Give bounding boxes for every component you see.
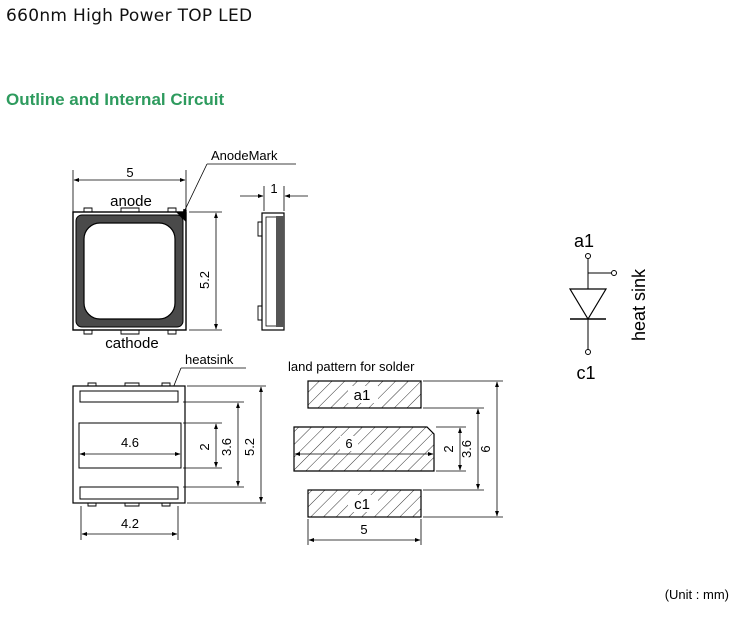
land-pad-width-dim: 5 [360,522,367,537]
heat-sink-label: heat sink [629,268,649,341]
center-width-dim: 6 [345,436,352,451]
top-view: 5 anode cathode 5.2 AnodeMark [72,148,296,352]
anode-mark-label: AnodeMark [211,148,278,163]
land-outer-height-dim: 6 [478,445,493,452]
land-center-height-dim: 2 [441,445,456,452]
outer-height-dim: 5.2 [242,438,257,456]
inner-height-dim: 3.6 [219,438,234,456]
unit-note: (Unit : mm) [664,587,729,602]
internal-circuit: a1 c1 heat sink [568,231,649,383]
page-title: 660nm High Power TOP LED [6,6,253,26]
heatsink-width-dim: 4.6 [121,435,139,450]
anode-label: anode [110,193,152,210]
land-pattern-title: land pattern for solder [288,359,415,374]
cathode-label: cathode [105,335,158,352]
top-width-dim: 5 [126,165,133,180]
land-inner-height-dim: 3.6 [459,440,474,458]
pad-width-dim: 4.2 [121,516,139,531]
pad-a1-label: a1 [354,387,371,404]
pad-c1-label: c1 [354,496,370,513]
side-thickness-dim: 1 [270,181,277,196]
circuit-cathode-label: c1 [576,363,595,383]
heatsink-label: heatsink [185,352,234,367]
side-view: 1 [240,181,308,331]
pad-center [293,426,435,472]
section-heading: Outline and Internal Circuit [6,90,225,109]
top-height-dim: 5.2 [197,271,212,289]
anode-mark-leader [182,163,208,215]
diode-symbol [568,288,608,321]
circuit-anode-label: a1 [574,231,594,251]
bottom-view: heatsink 4.6 4.2 2 3.6 [72,352,266,540]
land-pattern: land pattern for solder a1 6 c1 5 2 3.6 … [288,359,503,545]
heatsink-height-dim: 2 [197,443,212,450]
